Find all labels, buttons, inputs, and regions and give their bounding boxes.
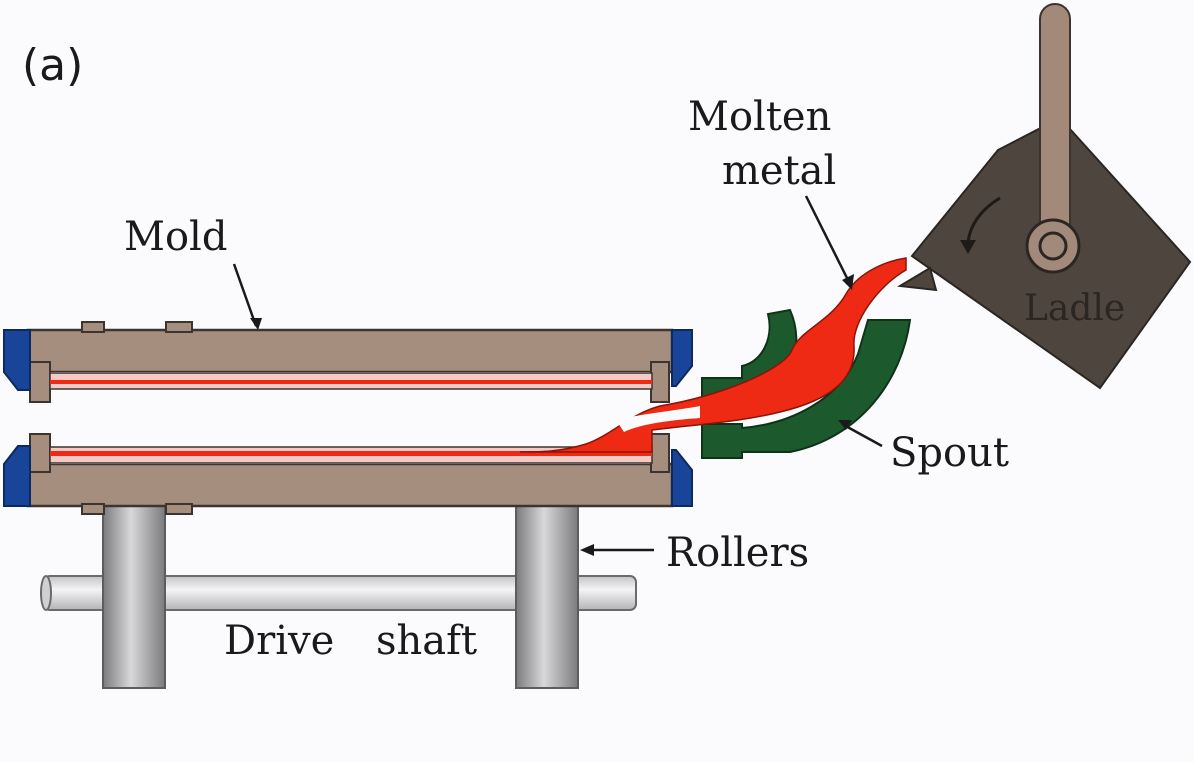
rotation-arrow <box>966 196 1001 243</box>
drive-shaft-end <box>40 575 52 611</box>
stream-gap <box>616 406 700 432</box>
molten-metal-label-line2: metal <box>722 148 836 194</box>
metal-lining-bottom-core <box>50 451 652 456</box>
roller-left <box>102 505 166 689</box>
molten-metal-stream <box>519 257 907 453</box>
spout-leader-line <box>841 422 883 448</box>
mold-label: Mold <box>124 214 227 260</box>
ladle-label: Ladle <box>1024 288 1125 329</box>
roller-right <box>515 505 579 689</box>
mold-leader-line <box>232 263 258 327</box>
metal-lining-top-core <box>50 380 652 384</box>
molten-metal-leader-line <box>804 195 852 285</box>
shaft-label: shaft <box>376 618 477 664</box>
drive-label: Drive <box>224 618 334 664</box>
rollers-label: Rollers <box>666 530 809 576</box>
spout-label: Spout <box>890 430 1009 476</box>
ladle: Ladle <box>896 3 1192 390</box>
mold <box>3 321 693 515</box>
ladle-handle <box>1039 3 1071 255</box>
molten-metal-label-line1: Molten <box>688 94 831 140</box>
panel-label: (a) <box>22 40 83 91</box>
